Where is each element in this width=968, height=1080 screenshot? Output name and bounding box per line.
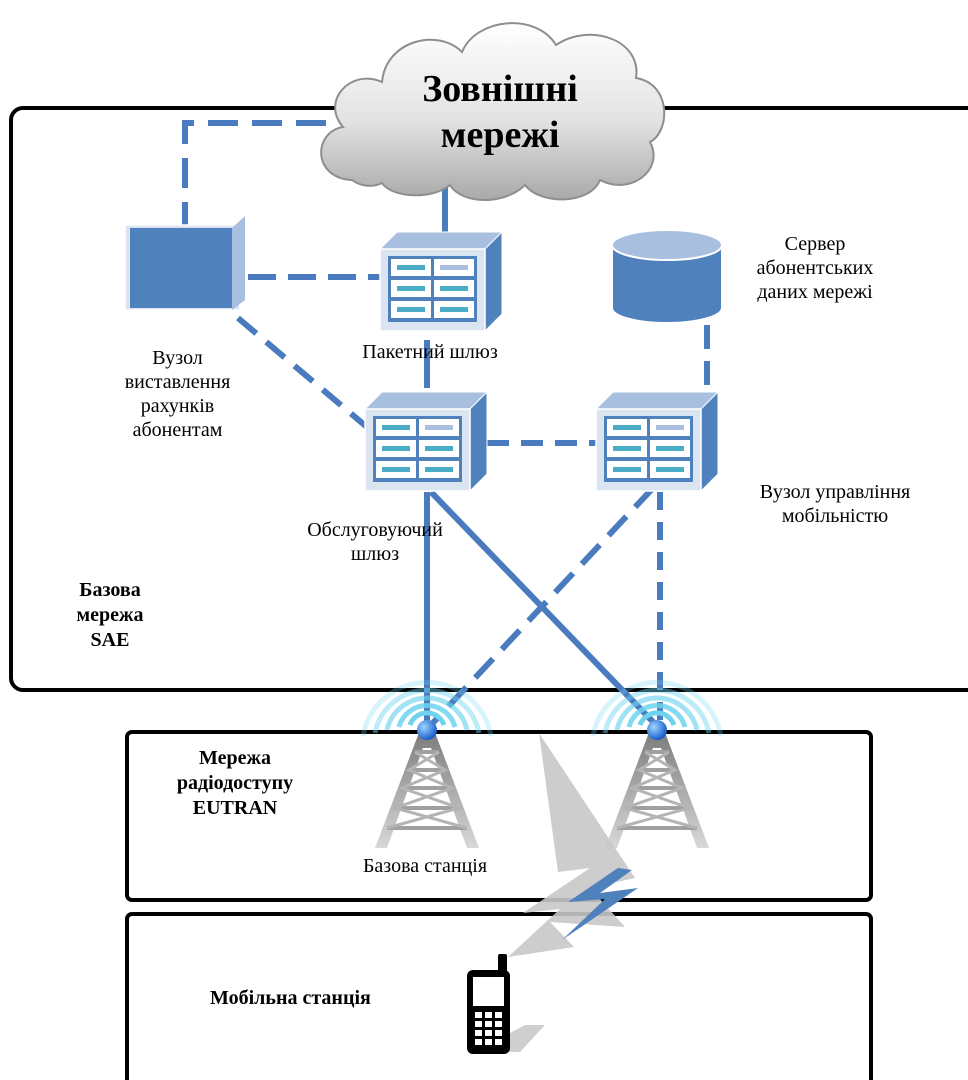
database-cylinder-icon	[611, 229, 723, 324]
ran-label-line2: радіодоступу	[176, 772, 294, 794]
ran-label: Мережа радіодоступу EUTRAN	[150, 746, 320, 821]
base-station-label: Базова станція	[362, 855, 488, 877]
serving-gateway-label-line1: Обслуговуючий	[307, 519, 443, 541]
serving-gateway-server-icon	[364, 391, 488, 492]
billing-label-line3: рахунків	[140, 395, 215, 417]
billing-label-line2: виставлення	[124, 371, 231, 393]
cloud-label-line2: мережі	[440, 114, 560, 156]
connections	[182, 120, 710, 729]
billing-node-label: Вузол виставлення рахунків абонентам	[95, 346, 260, 442]
lightning-bolt-icon	[508, 733, 638, 957]
mobile-station-label: Мобільна станція	[210, 987, 371, 1009]
core-label-line1: Базова	[79, 579, 141, 601]
base-station-tower-1	[363, 682, 491, 850]
link-billing-serving-gateway	[236, 315, 370, 431]
packet-gateway-label: Пакетний шлюз	[362, 341, 498, 363]
packet-gateway-server-icon	[379, 231, 503, 332]
core-label-line2: мережа	[76, 604, 144, 626]
hss-label-line3: даних мережі	[757, 281, 873, 303]
hss-label-line1: Сервер	[784, 233, 846, 255]
base-station-tower-2	[593, 682, 721, 850]
ran-label-line3: EUTRAN	[192, 797, 278, 819]
mobile-station-frame	[125, 912, 873, 1080]
mobile-phone-icon	[467, 954, 545, 1054]
antenna-icon	[647, 720, 667, 740]
mme-label-line1: Вузол управління	[759, 481, 911, 503]
radio-tower-icon	[603, 728, 711, 850]
cloud-label-line1: Зовнішні	[422, 68, 578, 110]
radio-tower-icon	[373, 728, 481, 850]
hss-label-line2: абонентських	[756, 257, 874, 279]
billing-label-line4: абонентам	[132, 419, 223, 441]
antenna-icon	[417, 720, 437, 740]
ran-label-line1: Мережа	[199, 747, 271, 769]
link-billing-cloud	[182, 120, 335, 232]
radio-access-frame	[125, 730, 873, 902]
billing-node-icon	[124, 216, 245, 311]
core-label-line3: SAE	[90, 629, 130, 651]
cloud-label: Зовнішні мережі	[400, 66, 600, 158]
mme-label: Вузол управління мобільністю	[725, 480, 945, 528]
mme-label-line2: мобільністю	[781, 505, 889, 527]
link-mme-tower1	[427, 485, 656, 729]
mme-server-icon	[595, 391, 719, 492]
billing-label-line1: Вузол	[152, 347, 203, 369]
cloud-icon	[320, 22, 666, 201]
core-network-label: Базова мережа SAE	[45, 578, 175, 653]
link-serving-gateway-tower2	[428, 489, 660, 729]
serving-gateway-label-line2: шлюз	[350, 543, 400, 565]
serving-gateway-label: Обслуговуючий шлюз	[290, 518, 460, 566]
hss-label: Сервер абонентських даних мережі	[730, 232, 900, 304]
